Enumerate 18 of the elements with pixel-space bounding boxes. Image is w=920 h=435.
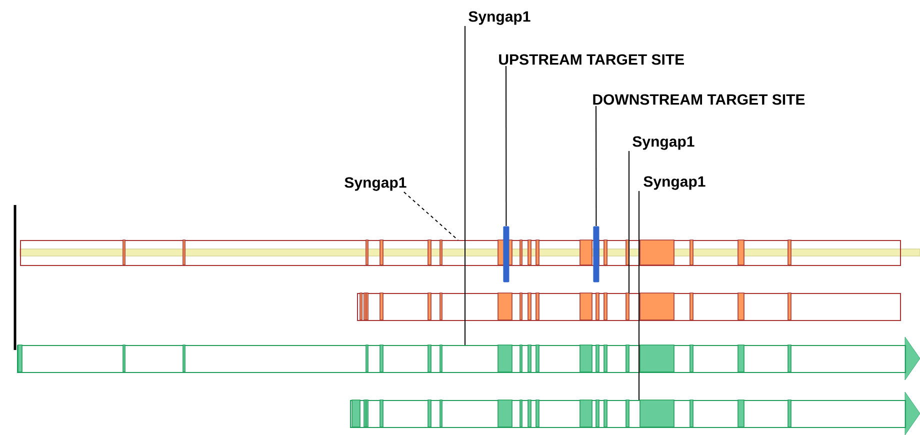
- leader-line: [596, 106, 597, 226]
- target-marker: [593, 226, 600, 282]
- gene-label: Syngap1: [344, 177, 406, 191]
- gene-label: UPSTREAM TARGET SITE: [499, 54, 684, 65]
- leader-line: [638, 190, 640, 400]
- leader-line: [506, 66, 507, 226]
- leader-line: [464, 26, 466, 346]
- transcript-track: [357, 292, 901, 321]
- leader-line: [628, 150, 630, 294]
- target-marker: [503, 226, 510, 282]
- gene-label: DOWNSTREAM TARGET SITE: [593, 94, 805, 105]
- gene-track: [17, 336, 920, 380]
- gene-label: Syngap1: [632, 136, 694, 150]
- leader-line: [403, 192, 458, 240]
- gene-label: Syngap1: [644, 176, 706, 190]
- gene-label: Syngap1: [468, 11, 530, 25]
- gene-track: [350, 392, 920, 435]
- transcript-track: [20, 240, 901, 266]
